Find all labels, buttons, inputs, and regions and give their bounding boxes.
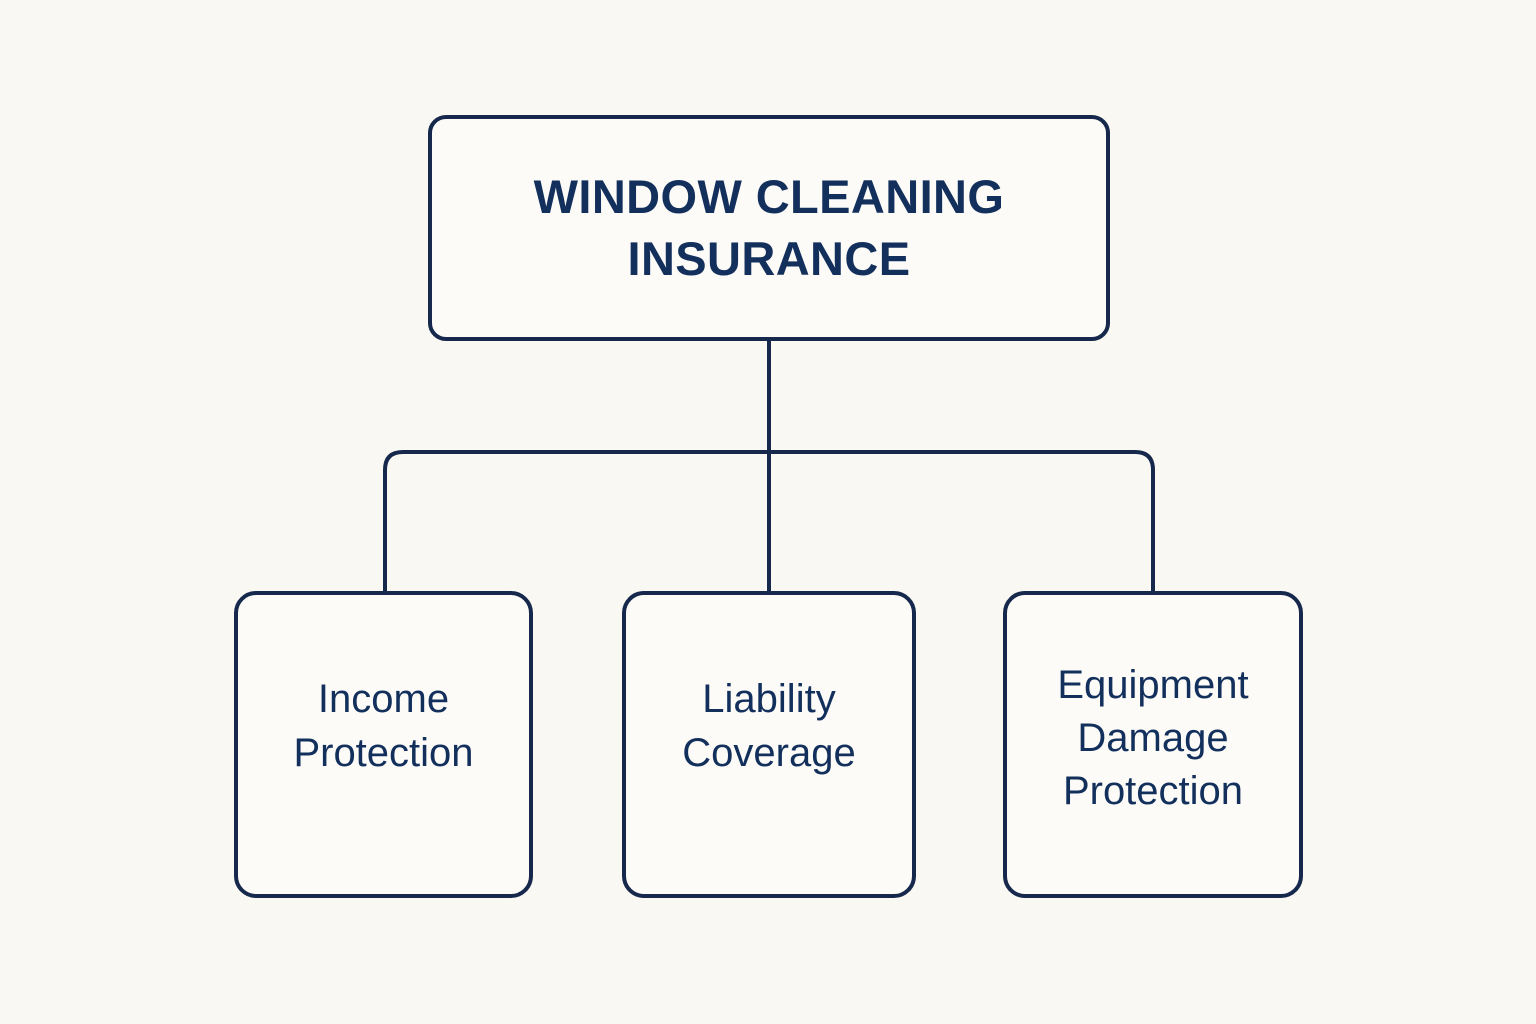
connector-bus-right [769, 450, 1155, 591]
node-window-cleaning-insurance[interactable]: WINDOW CLEANING INSURANCE [428, 115, 1110, 341]
node-child-2-label: Equipment Damage Protection [1057, 662, 1249, 814]
node-root-label: WINDOW CLEANING INSURANCE [533, 169, 1005, 285]
node-income-protection[interactable]: Income Protection [234, 591, 533, 898]
connector-bus-left [383, 450, 769, 591]
node-liability-coverage[interactable]: Liability Coverage [622, 591, 916, 898]
node-child-1-label: Liability Coverage [682, 677, 856, 775]
node-equipment-damage-protection[interactable]: Equipment Damage Protection [1003, 591, 1303, 898]
node-child-0-label: Income Protection [293, 677, 474, 775]
